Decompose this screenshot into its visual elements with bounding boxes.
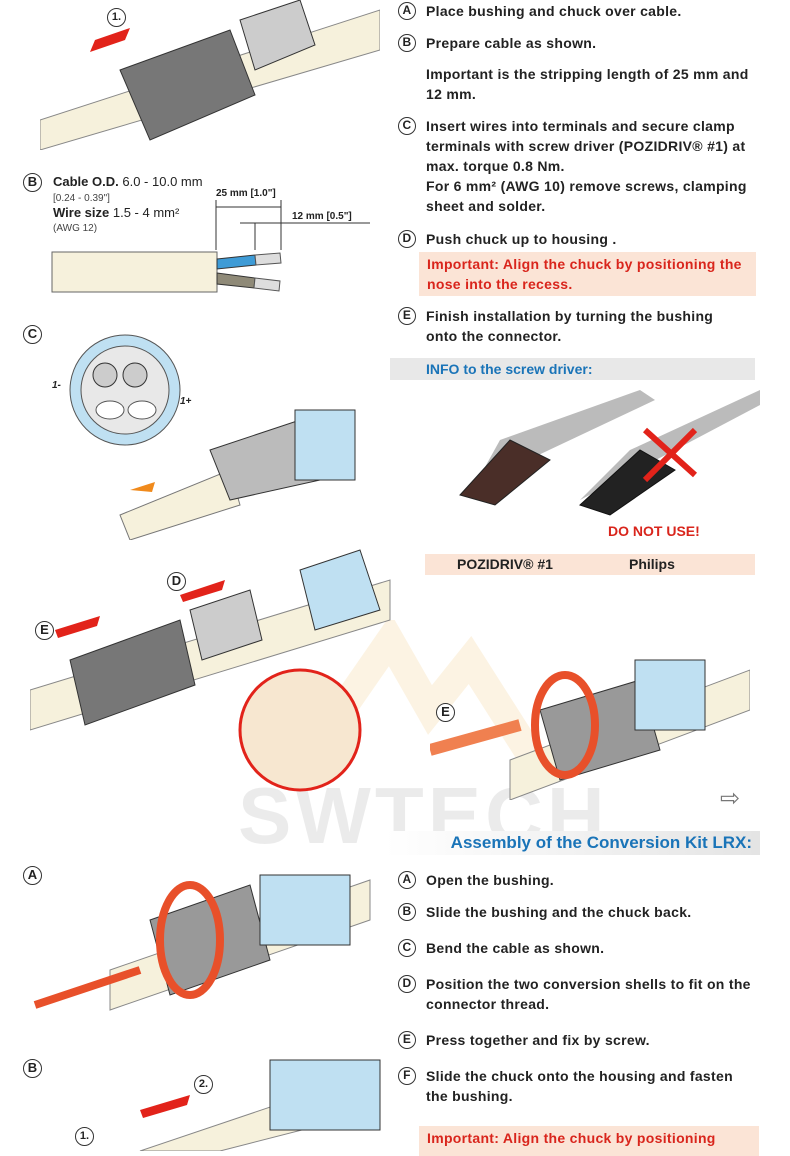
step-letter: B: [398, 903, 416, 921]
step-text: Slide the chuck onto the housing and fas…: [426, 1068, 733, 1104]
pozidriv-label: POZIDRIV® #1: [457, 556, 553, 572]
terminal-plus-label: 1+: [180, 396, 192, 407]
screwdriver-labels-bar: POZIDRIV® #1 Philips: [425, 554, 755, 575]
label-e-left: E: [35, 621, 54, 640]
screwdriver-comparison-image: [459, 390, 760, 516]
lrx-step-b: B Slide the bushing and the chuck back.: [398, 902, 758, 922]
next-page-arrow-icon[interactable]: ⇨: [720, 785, 741, 812]
lrx-step-c: C Bend the cable as shown.: [398, 938, 758, 958]
step-text: Position the two conversion shells to fi…: [426, 976, 751, 1012]
step-letter: C: [398, 117, 416, 135]
illustration-d-e-assembly: [30, 549, 391, 792]
illustration-a-bushing-over-cable: [40, 0, 380, 150]
label-b-lower: B: [23, 1059, 42, 1078]
philips-label: Philips: [629, 556, 675, 572]
illustration-e-turn-bushing: [430, 659, 750, 800]
step-note: Important is the stripping length of 25 …: [426, 66, 749, 102]
step-e: E Finish installation by turning the bush…: [398, 306, 758, 346]
step-text: Open the bushing.: [426, 872, 554, 888]
lrx-step-d: D Position the two conversion shells to f…: [398, 974, 758, 1014]
watermark-logo: [288, 620, 552, 778]
step-1-label-lower: 1.: [75, 1127, 94, 1146]
step-text: Press together and fix by screw.: [426, 1032, 650, 1048]
terminal-minus-label: 1-: [52, 380, 61, 391]
step-text: Place bushing and chuck over cable.: [426, 3, 682, 19]
step-text: Finish installation by turning the bushi…: [426, 308, 714, 344]
step-letter: F: [398, 1067, 416, 1085]
label-d: D: [167, 572, 186, 591]
step-letter: E: [398, 1031, 416, 1049]
step-d: D Push chuck up to housing .: [398, 229, 758, 249]
illustration-b-slide-back: [139, 1059, 381, 1151]
step-b: B Prepare cable as shown. Important is the…: [398, 33, 758, 104]
label-a-lower: A: [23, 866, 42, 885]
wire-size-spec: Wire size 1.5 - 4 mm²: [53, 205, 180, 220]
lrx-step-a: A Open the bushing.: [398, 870, 758, 890]
step-letter: A: [398, 871, 416, 889]
illustration-c-terminals: [69, 334, 356, 540]
step-c: C Insert wires into terminals and secure …: [398, 116, 758, 216]
lrx-step-f: F Slide the chuck onto the housing and fa…: [398, 1066, 758, 1106]
step-letter: C: [398, 939, 416, 957]
conversion-kit-heading: Assembly of the Conversion Kit LRX:: [385, 831, 760, 855]
step-note: For 6 mm² (AWG 10) remove screws, clampi…: [426, 178, 747, 214]
step-text: Push chuck up to housing .: [426, 231, 617, 247]
dim-25mm: 25 mm [1.0"]: [216, 188, 276, 199]
step-letter: D: [398, 975, 416, 993]
step-text: Slide the bushing and the chuck back.: [426, 904, 692, 920]
cable-od-spec: Cable O.D. 6.0 - 10.0 mm: [53, 174, 203, 189]
step-letter: D: [398, 230, 416, 248]
lrx-step-e: E Press together and fix by screw.: [398, 1030, 758, 1050]
info-screwdriver-header: INFO to the screw driver:: [390, 358, 755, 380]
important-note-d: Important: Align the chuck by positionin…: [419, 252, 756, 296]
illustration-a-open-bushing: [33, 874, 371, 1011]
step-1-label: 1.: [107, 8, 126, 27]
cable-strip-diagram: [51, 200, 370, 293]
label-b: B: [23, 173, 42, 192]
step-a: A Place bushing and chuck over cable.: [398, 1, 758, 21]
step-text: Insert wires into terminals and secure c…: [426, 118, 746, 174]
step-2-label: 2.: [194, 1075, 213, 1094]
important-note-lrx: Important: Align the chuck by positionin…: [419, 1126, 759, 1156]
label-c: C: [23, 325, 42, 344]
step-text: Prepare cable as shown.: [426, 35, 597, 51]
step-letter: E: [398, 307, 416, 325]
dim-12mm: 12 mm [0.5"]: [292, 211, 352, 222]
cable-od-inch: [0.24 - 0.39"]: [53, 193, 110, 204]
step-letter: A: [398, 2, 416, 20]
step-text: Bend the cable as shown.: [426, 940, 605, 956]
do-not-use-label: DO NOT USE!: [608, 523, 700, 539]
step-letter: B: [398, 34, 416, 52]
label-e-right: E: [436, 703, 455, 722]
awg-label: (AWG 12): [53, 223, 98, 234]
